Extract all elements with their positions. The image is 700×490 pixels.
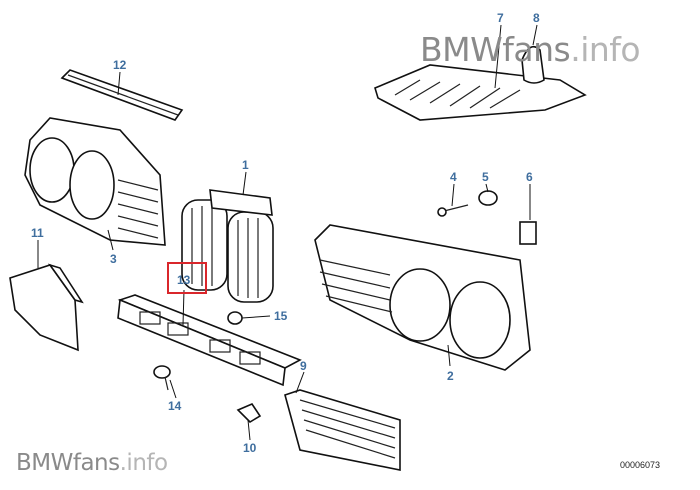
part-6-drawing[interactable] xyxy=(519,221,537,245)
label-part-12[interactable]: 12 xyxy=(113,58,127,72)
label-part-6[interactable]: 6 xyxy=(526,170,533,184)
label-part-15[interactable]: 15 xyxy=(274,309,288,323)
watermark-suffix: .info xyxy=(570,30,641,69)
label-part-5[interactable]: 5 xyxy=(482,170,489,184)
label-part-2[interactable]: 2 xyxy=(447,369,454,383)
watermark-top: BMWfans.info xyxy=(420,30,641,69)
label-part-14[interactable]: 14 xyxy=(168,399,182,413)
label-part-11[interactable]: 11 xyxy=(31,226,44,240)
label-part-8[interactable]: 8 xyxy=(533,11,540,25)
part-7-drawing[interactable] xyxy=(374,64,587,121)
part-13-drawing[interactable] xyxy=(117,294,302,387)
label-part-10[interactable]: 10 xyxy=(243,441,257,455)
label-part-4[interactable]: 4 xyxy=(450,170,457,184)
part-14-drawing[interactable] xyxy=(153,365,171,391)
part-12-drawing[interactable] xyxy=(60,69,184,121)
part-8-drawing[interactable] xyxy=(521,45,545,84)
part-2-drawing[interactable] xyxy=(314,224,531,371)
label-part-9[interactable]: 9 xyxy=(300,359,307,373)
highlight-box-part-13 xyxy=(167,262,207,294)
part-1-drawing[interactable] xyxy=(181,189,274,303)
part-3-drawing[interactable] xyxy=(24,117,166,246)
label-part-13[interactable]: 13 xyxy=(177,273,191,287)
watermark-brand: BMWfans xyxy=(16,450,120,476)
label-part-1[interactable]: 1 xyxy=(242,158,249,172)
label-part-7[interactable]: 7 xyxy=(497,11,504,25)
part-5-drawing[interactable] xyxy=(478,190,498,206)
part-15-drawing[interactable] xyxy=(227,311,243,325)
watermark-suffix: .info xyxy=(119,450,168,476)
part-11-drawing[interactable] xyxy=(9,263,84,352)
part-9-drawing[interactable] xyxy=(284,389,401,471)
leader-lines xyxy=(37,24,538,441)
part-10-drawing[interactable] xyxy=(236,403,262,424)
label-part-3[interactable]: 3 xyxy=(110,252,117,266)
part-4-drawing[interactable] xyxy=(437,204,469,217)
diagram-number: 00006073 xyxy=(620,460,661,470)
watermark-brand: BMWfans xyxy=(420,30,571,69)
watermark-bottom: BMWfans.info xyxy=(16,450,168,476)
